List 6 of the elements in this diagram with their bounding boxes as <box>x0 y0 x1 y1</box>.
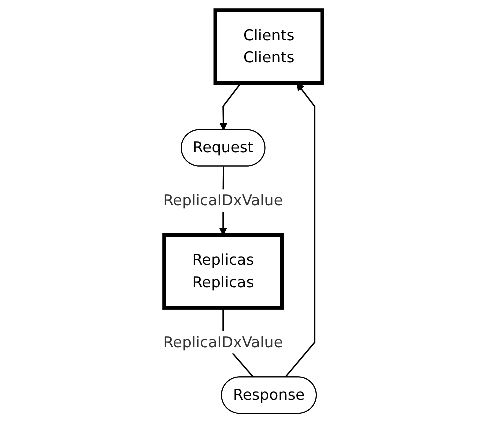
node-box: Replicas Replicas <box>162 233 284 310</box>
edge-label: ReplicaIDxValue <box>163 333 284 352</box>
node-box: Clients Clients <box>214 8 324 86</box>
arrow <box>284 82 316 378</box>
arrow <box>220 82 242 131</box>
edge-label: ReplicaIDxValue <box>163 191 284 210</box>
